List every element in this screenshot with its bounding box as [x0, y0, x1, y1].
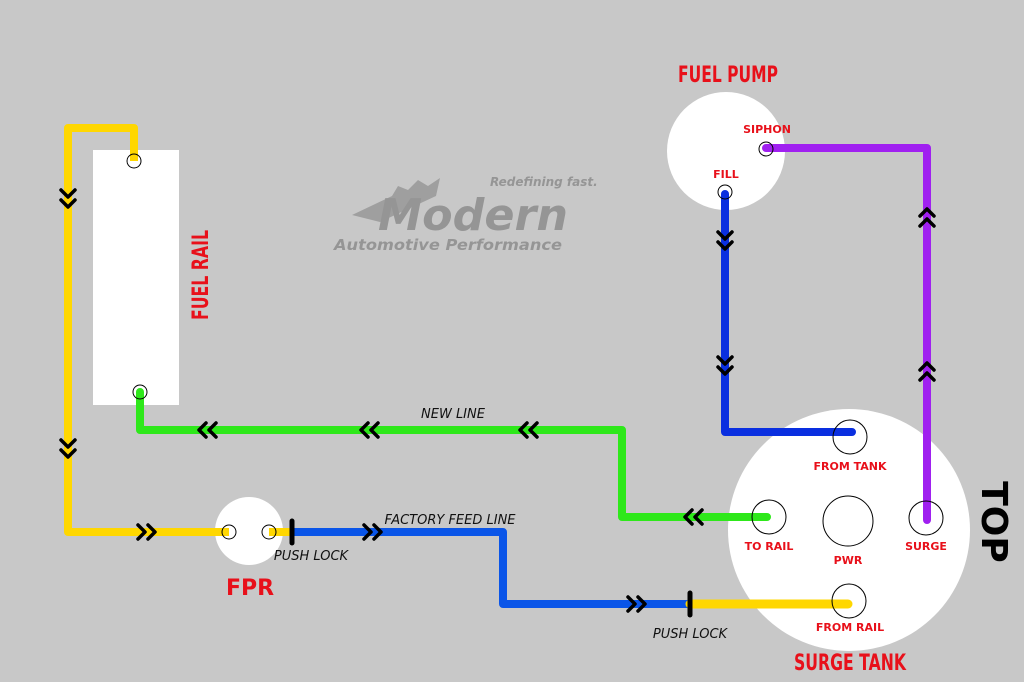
- flow-chevron: [362, 523, 383, 541]
- pwr-port: [822, 495, 874, 547]
- push-lock-tank-label: PUSH LOCK: [653, 627, 729, 642]
- yellow-return-line: [64, 124, 229, 536]
- flow-chevron: [359, 421, 380, 439]
- from-rail-port: [831, 583, 867, 619]
- siphon-label: SIPHON: [743, 123, 791, 136]
- flow-chevron: [136, 523, 157, 541]
- flow-chevron: [197, 421, 218, 439]
- fuel-pump: [667, 92, 785, 210]
- surge-tank: [728, 409, 970, 651]
- from-tank-port: [832, 419, 868, 455]
- flow-chevron: [518, 421, 539, 439]
- new-line: [136, 388, 771, 521]
- flow-chevron: [683, 508, 704, 526]
- surge-tank-label: SURGE TANK: [794, 651, 907, 676]
- new-line-label: NEW LINE: [421, 407, 486, 422]
- flow-chevron: [59, 438, 77, 459]
- flow-chevron: [716, 230, 734, 251]
- to-rail-label: TO RAIL: [745, 540, 794, 553]
- pwr-label: PWR: [834, 554, 863, 567]
- logo-flame-icon: [352, 178, 440, 222]
- fuel-rail: [93, 150, 179, 405]
- flow-chevron: [716, 355, 734, 376]
- logo-subname: Automotive Performance: [333, 236, 562, 254]
- fill-label: FILL: [713, 168, 739, 181]
- flow-chevron: [918, 207, 936, 228]
- fuel-rail-bottom-port: [132, 384, 148, 400]
- siphon-port: [758, 141, 774, 157]
- push-lock-fpr-label: PUSH LOCK: [274, 549, 350, 564]
- flow-chevron: [918, 361, 936, 382]
- fpr-inlet-port: [221, 524, 237, 540]
- surge-port: [908, 500, 944, 536]
- fill-port: [717, 184, 733, 200]
- factory-feed-line: [292, 528, 690, 608]
- flow-chevron: [59, 188, 77, 209]
- logo-watermark: Redefining fast. Modern Automotive Perfo…: [333, 175, 598, 254]
- factory-feed-line-label: FACTORY FEED LINE: [384, 513, 516, 528]
- fuel-pump-label: FUEL PUMP: [678, 63, 778, 88]
- blue-fill-line: [721, 190, 856, 436]
- logo-name: Modern: [378, 190, 568, 241]
- from-tank-label: FROM TANK: [813, 460, 886, 473]
- purple-siphon-line: [762, 144, 931, 524]
- fuel-pressure-regulator: [215, 497, 283, 565]
- flow-chevron: [626, 595, 647, 613]
- top-label: TOP: [973, 481, 1014, 563]
- fpr-label: FPR: [226, 576, 274, 601]
- fpr-outlet-port: [261, 524, 277, 540]
- surge-label: SURGE: [905, 540, 947, 553]
- logo-tagline: Redefining fast.: [490, 175, 598, 189]
- from-rail-label: FROM RAIL: [816, 621, 884, 634]
- fuel-rail-top-port: [126, 153, 142, 169]
- fuel-rail-label: FUEL RAIL: [189, 230, 214, 320]
- to-rail-port: [751, 499, 787, 535]
